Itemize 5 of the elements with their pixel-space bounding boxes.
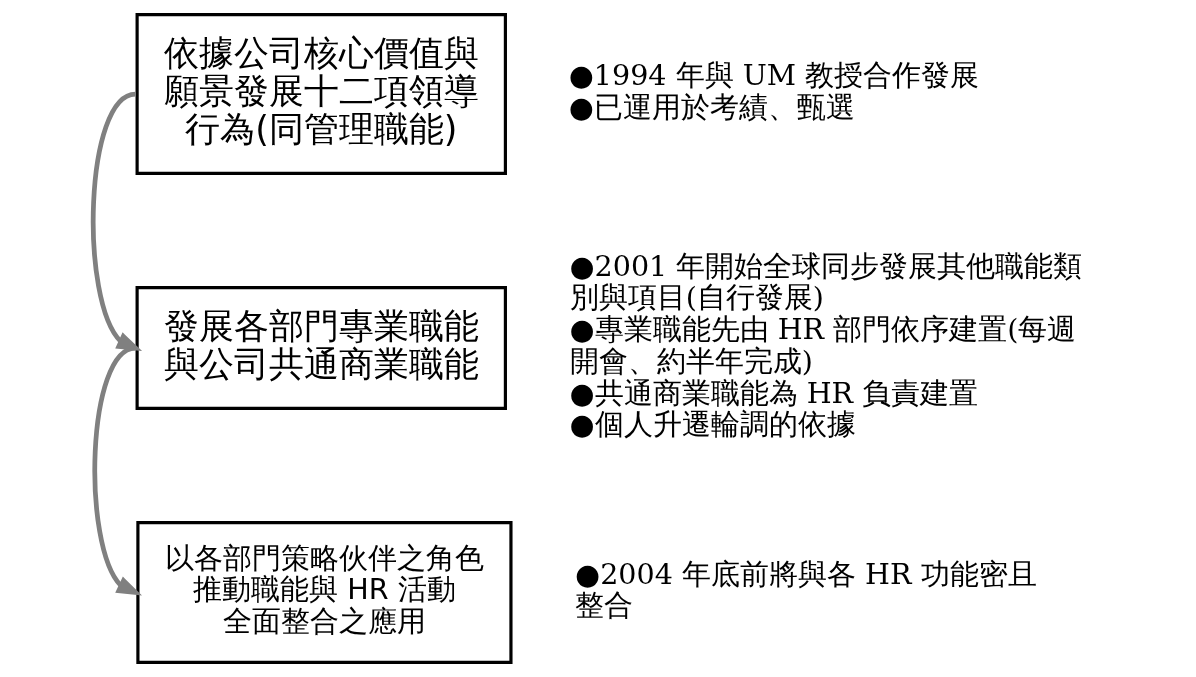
node-label: ●共通商業職能為 HR 負責建置 (569, 375, 978, 410)
node-label: ●2004 年底前將與各 HR 功能密且整合 (574, 556, 1037, 623)
node-label: ●個人升遷輪調的依據 (569, 407, 856, 442)
node-label: ●專業職能先由 HR 部門依序建置(每週開會、約半年完成) (569, 312, 1076, 378)
node-label: ●2001 年開始全球同步發展其他職能類別與項目(自行發展) (569, 248, 1082, 315)
